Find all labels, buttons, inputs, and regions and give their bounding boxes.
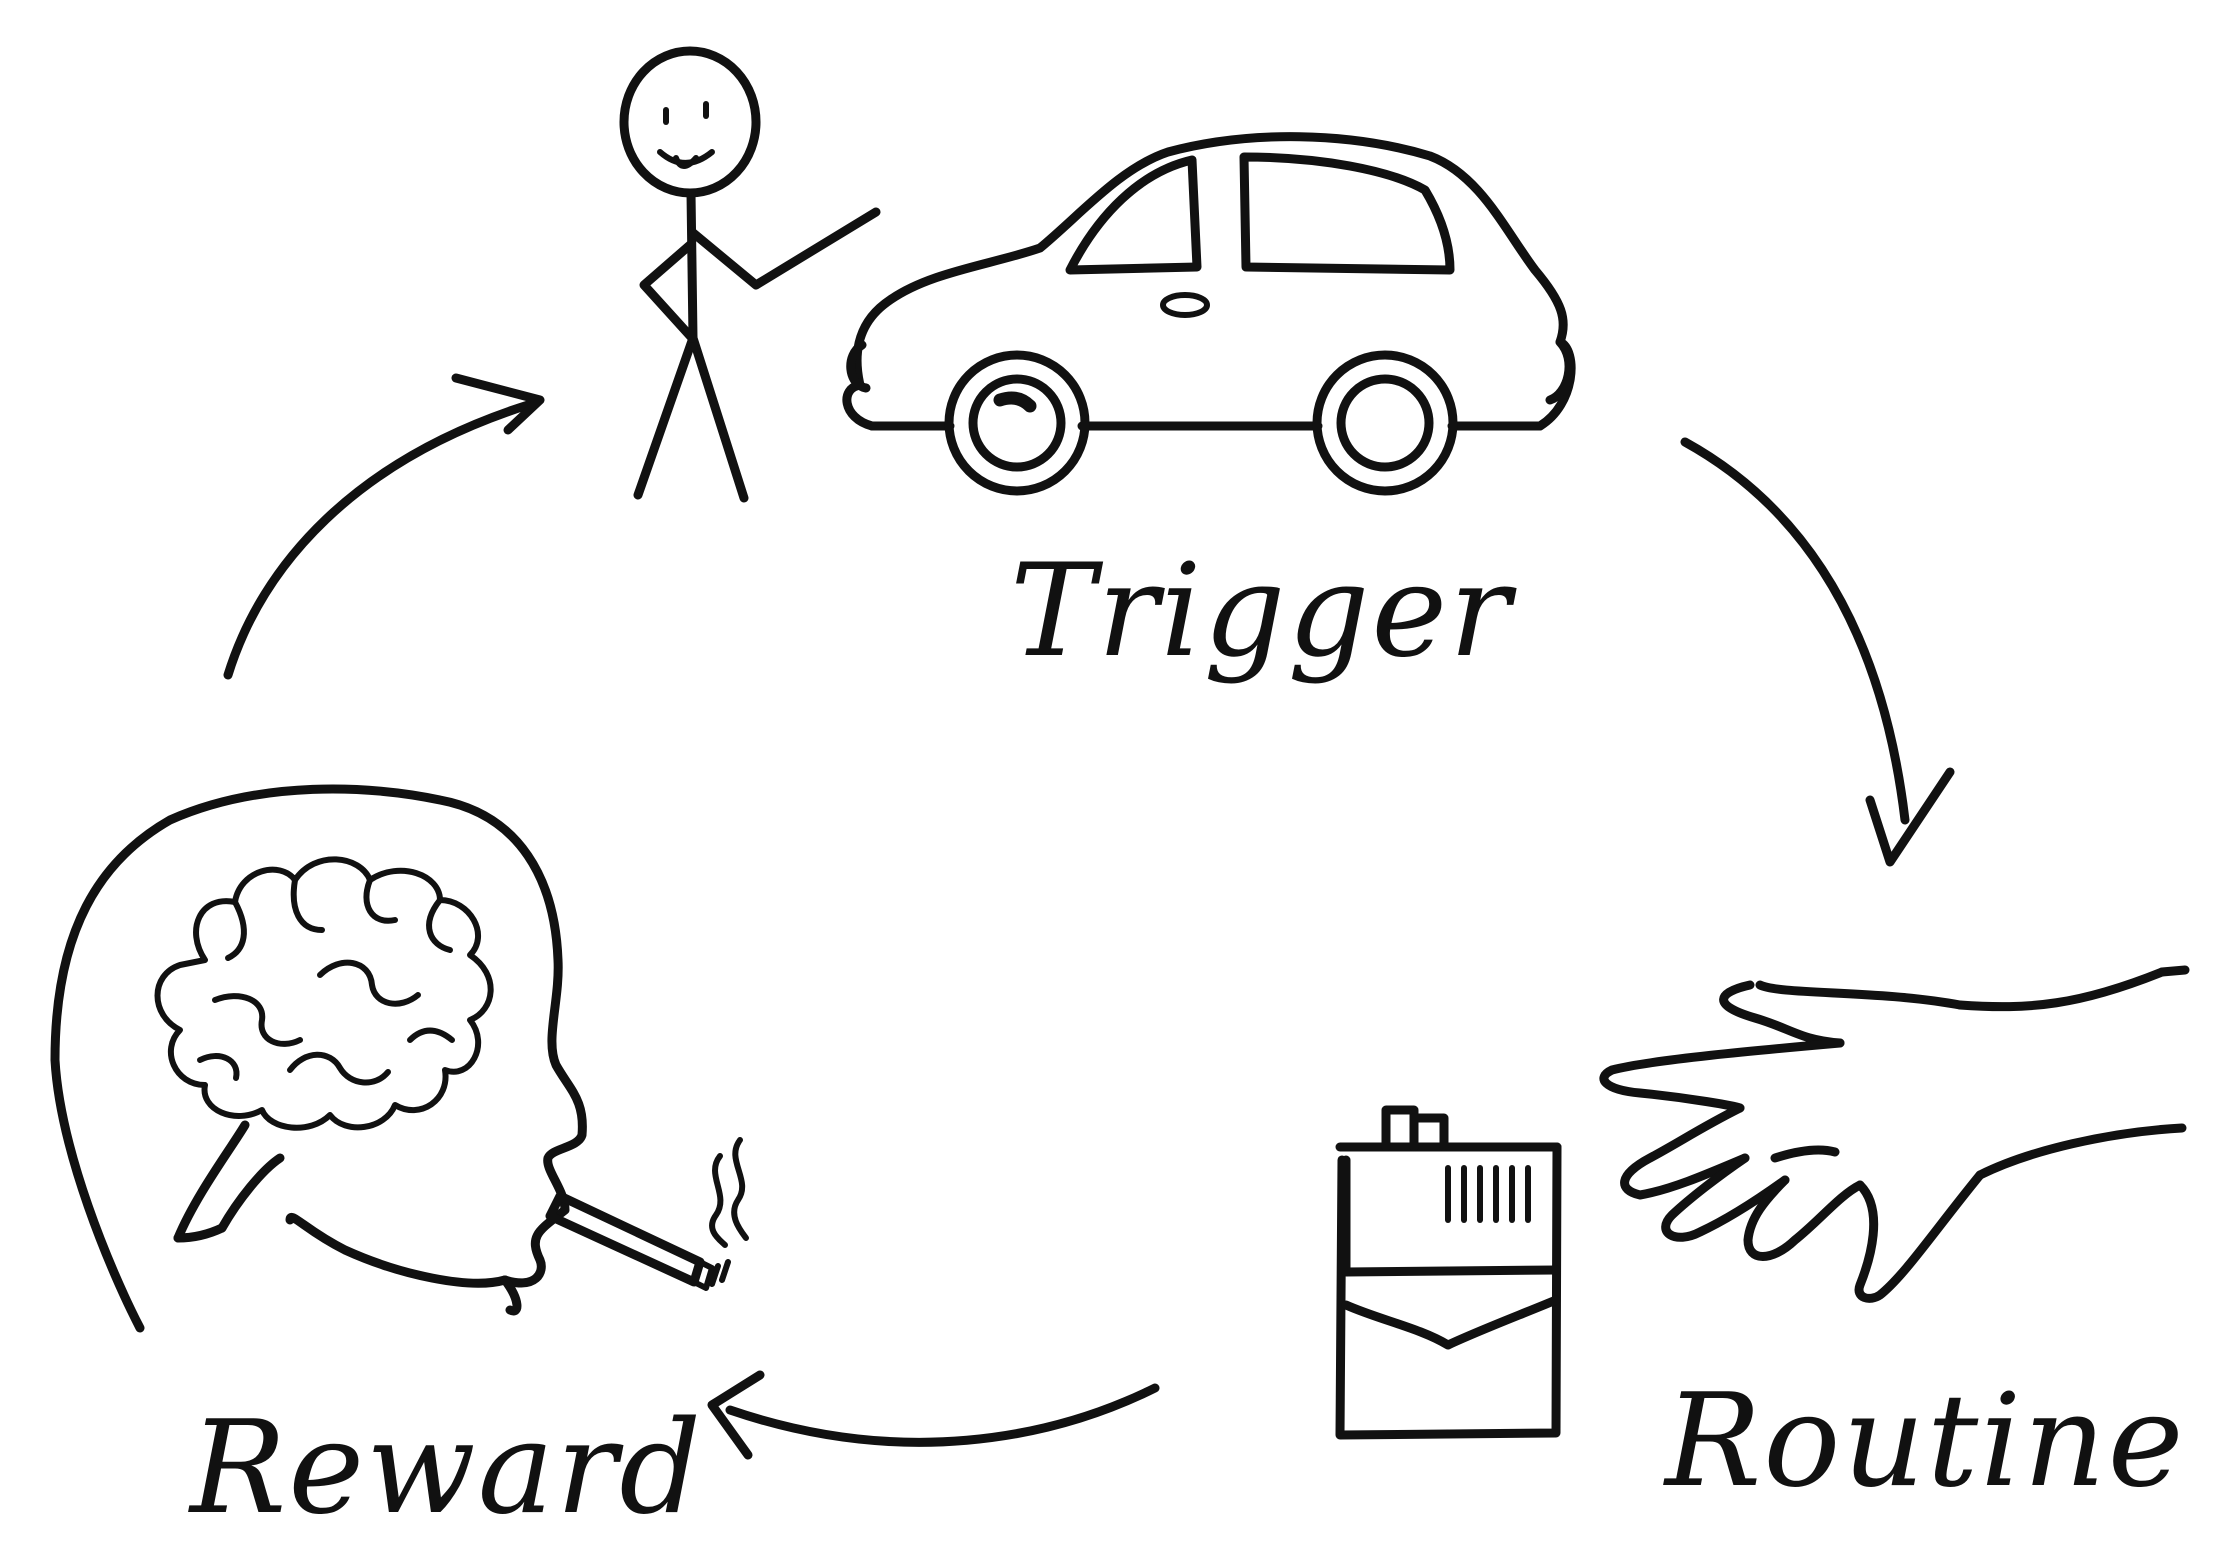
trigger-label: Trigger [1010, 537, 1513, 686]
hand-icon [1599, 965, 2190, 1303]
arrow-reward-to-trigger [223, 373, 545, 680]
car-icon [842, 132, 1576, 496]
reward-label: Reward [190, 1394, 704, 1543]
stick-figure-icon [619, 46, 881, 503]
head-with-brain-icon [50, 784, 587, 1333]
cigarette-pack-icon [1335, 1105, 1562, 1440]
routine-label: Routine [1665, 1367, 2186, 1516]
arrow-trigger-to-routine [1680, 437, 1955, 867]
cigarette-icon [545, 1137, 749, 1291]
arrow-routine-to-reward [707, 1370, 1160, 1460]
